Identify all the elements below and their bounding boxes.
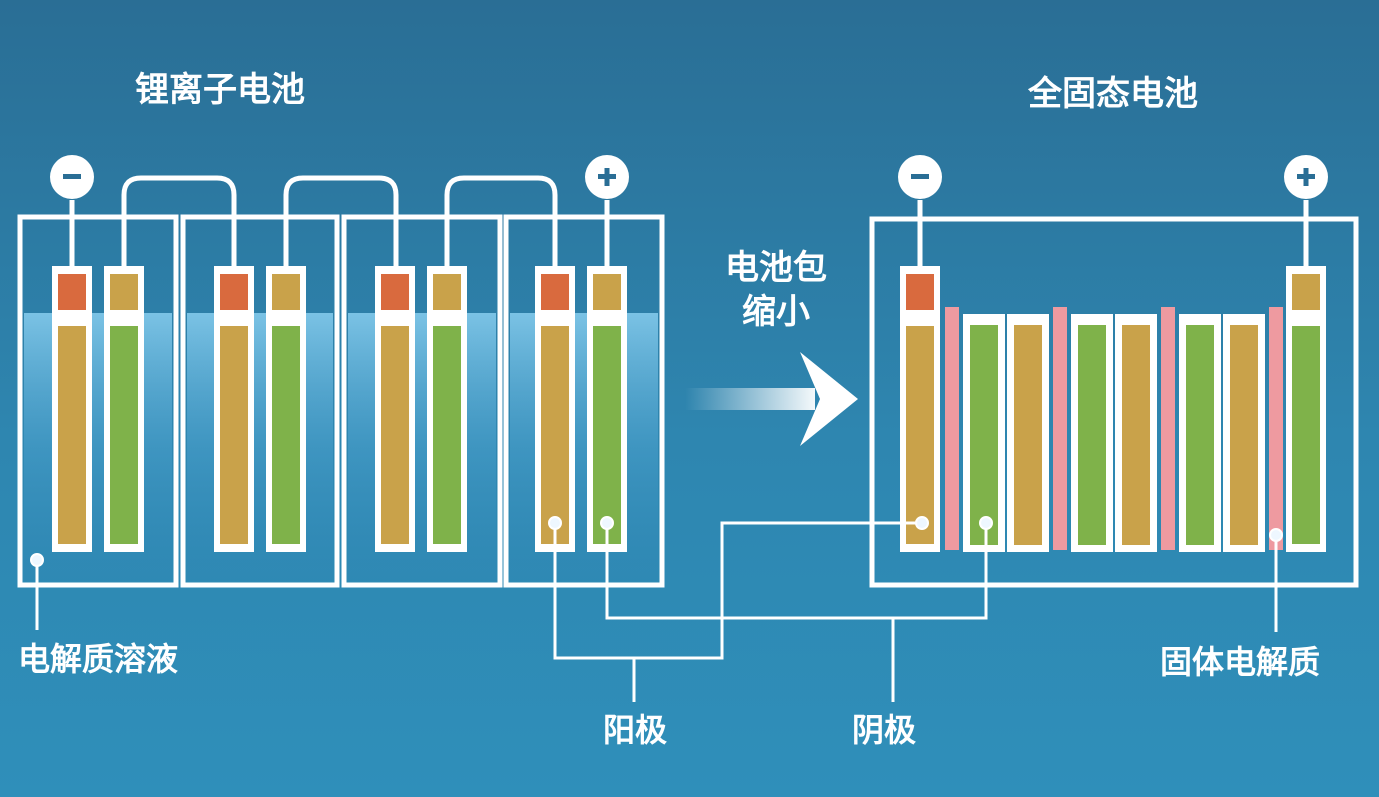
liquid-electrolyte-2 <box>187 313 333 581</box>
li-ion-pack <box>17 214 665 588</box>
li-cell-4 <box>503 214 665 588</box>
cathode-label: 阴极 <box>852 711 917 749</box>
anode-label: 阳极 <box>603 711 668 749</box>
shrink-arrow <box>685 352 858 446</box>
li-ion-title: 锂离子电池 <box>135 70 305 110</box>
li-cell-1 <box>17 214 179 588</box>
li-cell-3 <box>341 214 503 588</box>
callout-dots <box>30 516 1283 567</box>
li-wires <box>69 175 610 268</box>
liquid-electrolyte-1 <box>24 313 172 581</box>
li-terminals <box>50 155 629 199</box>
shrink-label: 电池包缩小 <box>725 248 827 332</box>
solid-state-pack <box>869 155 1359 588</box>
liquid-electrolyte-4 <box>510 313 658 581</box>
solid-electrolyte-label: 固体电解质 <box>1160 643 1321 681</box>
li-cell-2 <box>180 214 340 588</box>
solid-state-title: 全固态电池 <box>1028 74 1198 114</box>
electrolyte-solution-label: 电解质溶液 <box>18 640 179 678</box>
callout-lines <box>35 521 1278 702</box>
liquid-electrolyte-3 <box>348 313 496 581</box>
